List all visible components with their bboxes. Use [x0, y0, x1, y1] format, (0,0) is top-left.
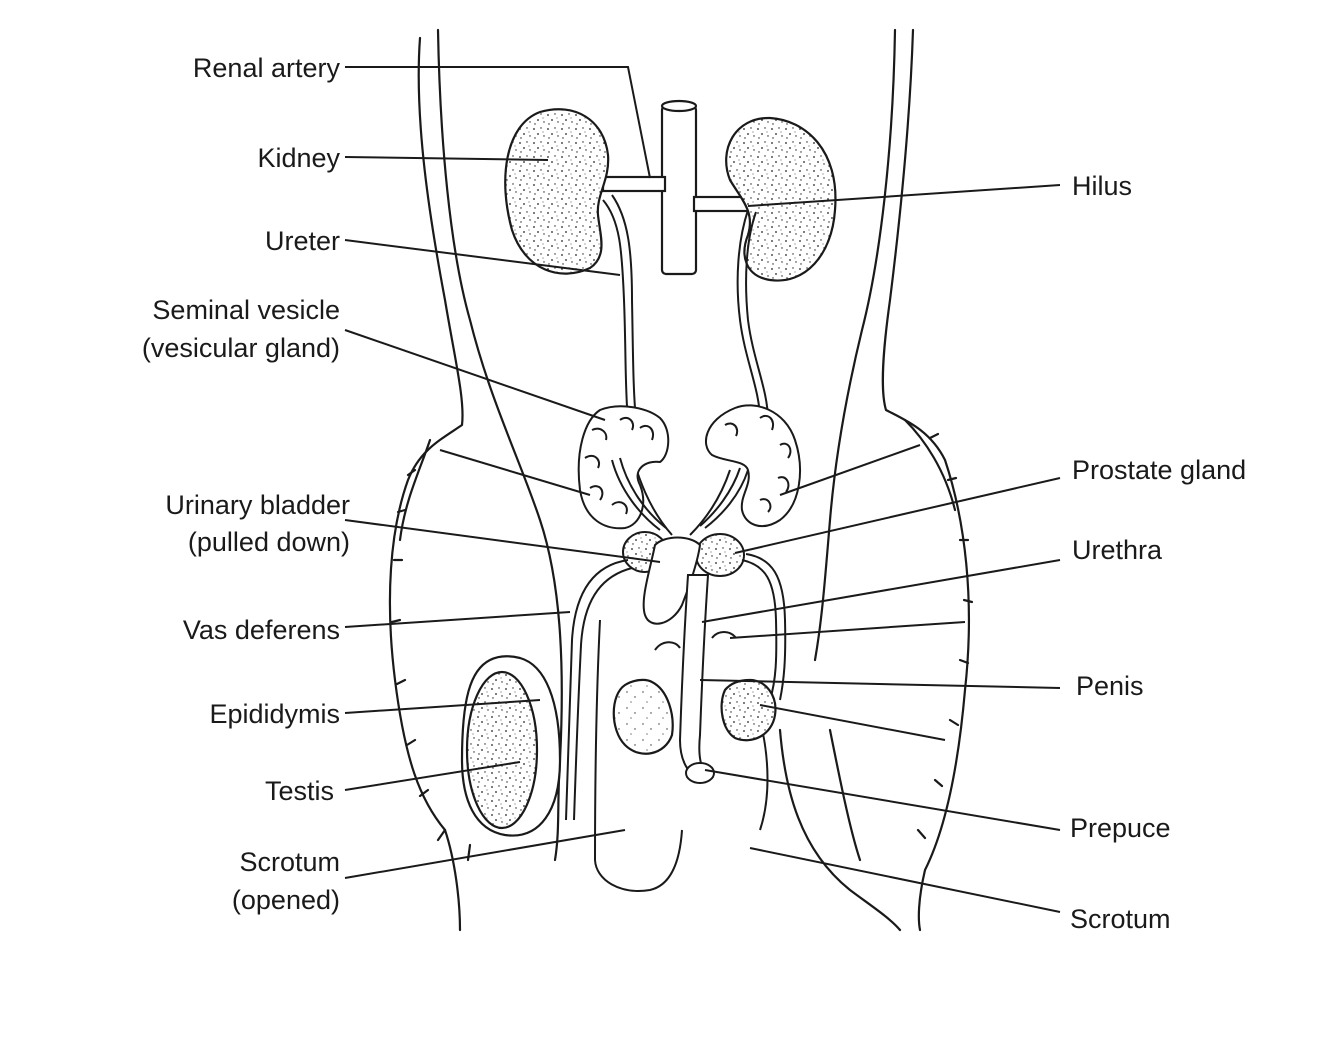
leader-kidney	[344, 156, 549, 161]
label-scrotum-opened: Scrotum	[239, 847, 340, 877]
torso-right-inner	[813, 28, 897, 662]
testis-left-small	[612, 678, 674, 755]
leader-scrotum-opened	[344, 829, 626, 879]
vas-deferens-right-b	[745, 553, 787, 701]
label-prostate-gland: Prostate gland	[1072, 455, 1247, 485]
ureter-left-b	[611, 194, 637, 421]
label-seminal-vesicle-sub: (vesicular gland)	[141, 333, 340, 363]
seminal-vesicle-right-lobes	[724, 414, 792, 513]
prostate-right	[695, 533, 745, 577]
label-renal-artery: Renal artery	[192, 53, 340, 83]
label-urinary-bladder: Urinary bladder	[165, 490, 350, 520]
label-seminal-vesicle: Seminal vesicle	[152, 295, 340, 325]
leader-penis	[699, 679, 1061, 689]
leader-urethra	[701, 559, 1061, 623]
seminal-vesicle-left-lobes	[584, 416, 654, 515]
seminal-duct-left	[611, 457, 667, 531]
vas-deferens	[565, 553, 787, 892]
vas-deferens-right-a	[741, 559, 778, 701]
leader-prostate-gland-b	[779, 444, 921, 496]
label-prepuce: Prepuce	[1070, 813, 1171, 843]
seminal-duct-right	[699, 467, 749, 529]
leader-epididymis	[344, 699, 541, 714]
label-urinary-bladder-sub: (pulled down)	[187, 527, 350, 557]
seminal-vesicles	[577, 404, 801, 531]
label-urethra: Urethra	[1072, 535, 1163, 565]
seminal-vesicle-right	[704, 404, 801, 528]
leader-hilus	[747, 184, 1061, 207]
aorta	[601, 99, 752, 276]
leader-lines	[344, 66, 1061, 913]
renal-artery-left	[601, 175, 667, 193]
testis-left	[465, 670, 539, 830]
kidney-right	[725, 116, 837, 282]
scrotum-right-lower	[778, 728, 902, 932]
label-vas-deferens: Vas deferens	[182, 615, 340, 645]
leader-scrotum	[749, 847, 1061, 913]
pelvic-organs	[622, 531, 745, 784]
label-epididymis: Epididymis	[209, 699, 340, 729]
leader-renal-artery	[345, 66, 651, 179]
kidney-left	[504, 108, 610, 275]
label-testis: Testis	[264, 776, 334, 806]
kidneys	[504, 108, 837, 282]
leader-urethra-b	[729, 621, 966, 639]
urethra-penis	[678, 574, 713, 779]
prepuce	[685, 762, 715, 784]
glands-small-left	[654, 641, 681, 651]
glands-small-right	[711, 631, 737, 639]
testes	[460, 655, 777, 837]
torso-right-outer	[881, 28, 971, 932]
body-outline	[388, 28, 974, 932]
leader-urinary-bladder	[344, 519, 661, 563]
label-ureter: Ureter	[264, 226, 340, 256]
leader-seminal-vesicle	[344, 329, 606, 421]
torso-left-outer	[388, 36, 464, 932]
label-penis: Penis	[1076, 671, 1144, 701]
ureter-left-a	[602, 199, 629, 421]
ureter-right-b	[745, 211, 769, 421]
leader-prepuce	[704, 769, 1061, 831]
testis-right-small	[720, 678, 777, 742]
urinary-bladder	[642, 536, 702, 625]
label-scrotum: Scrotum	[1070, 904, 1171, 934]
vas-deferens-left-a	[565, 559, 629, 821]
label-scrotum-opened-sub: (opened)	[231, 885, 340, 915]
vas-deferens-left-b	[573, 567, 633, 821]
leader-ureter	[344, 239, 621, 276]
aorta-trunk	[660, 104, 698, 276]
leader-seminal-vesicle-b	[439, 449, 591, 496]
hair-fringe-left	[390, 438, 472, 862]
ureter-right-lower	[689, 469, 731, 536]
hair-fringe-right	[903, 418, 974, 840]
scrotum-opened	[593, 619, 683, 892]
ureter-right-a	[736, 209, 761, 421]
label-kidney: Kidney	[257, 143, 340, 173]
leader-testis	[344, 761, 521, 791]
leader-penis-b	[759, 704, 946, 741]
label-hilus: Hilus	[1072, 171, 1133, 201]
leader-vas-deferens	[344, 611, 571, 628]
leader-prostate-gland	[734, 477, 1061, 554]
